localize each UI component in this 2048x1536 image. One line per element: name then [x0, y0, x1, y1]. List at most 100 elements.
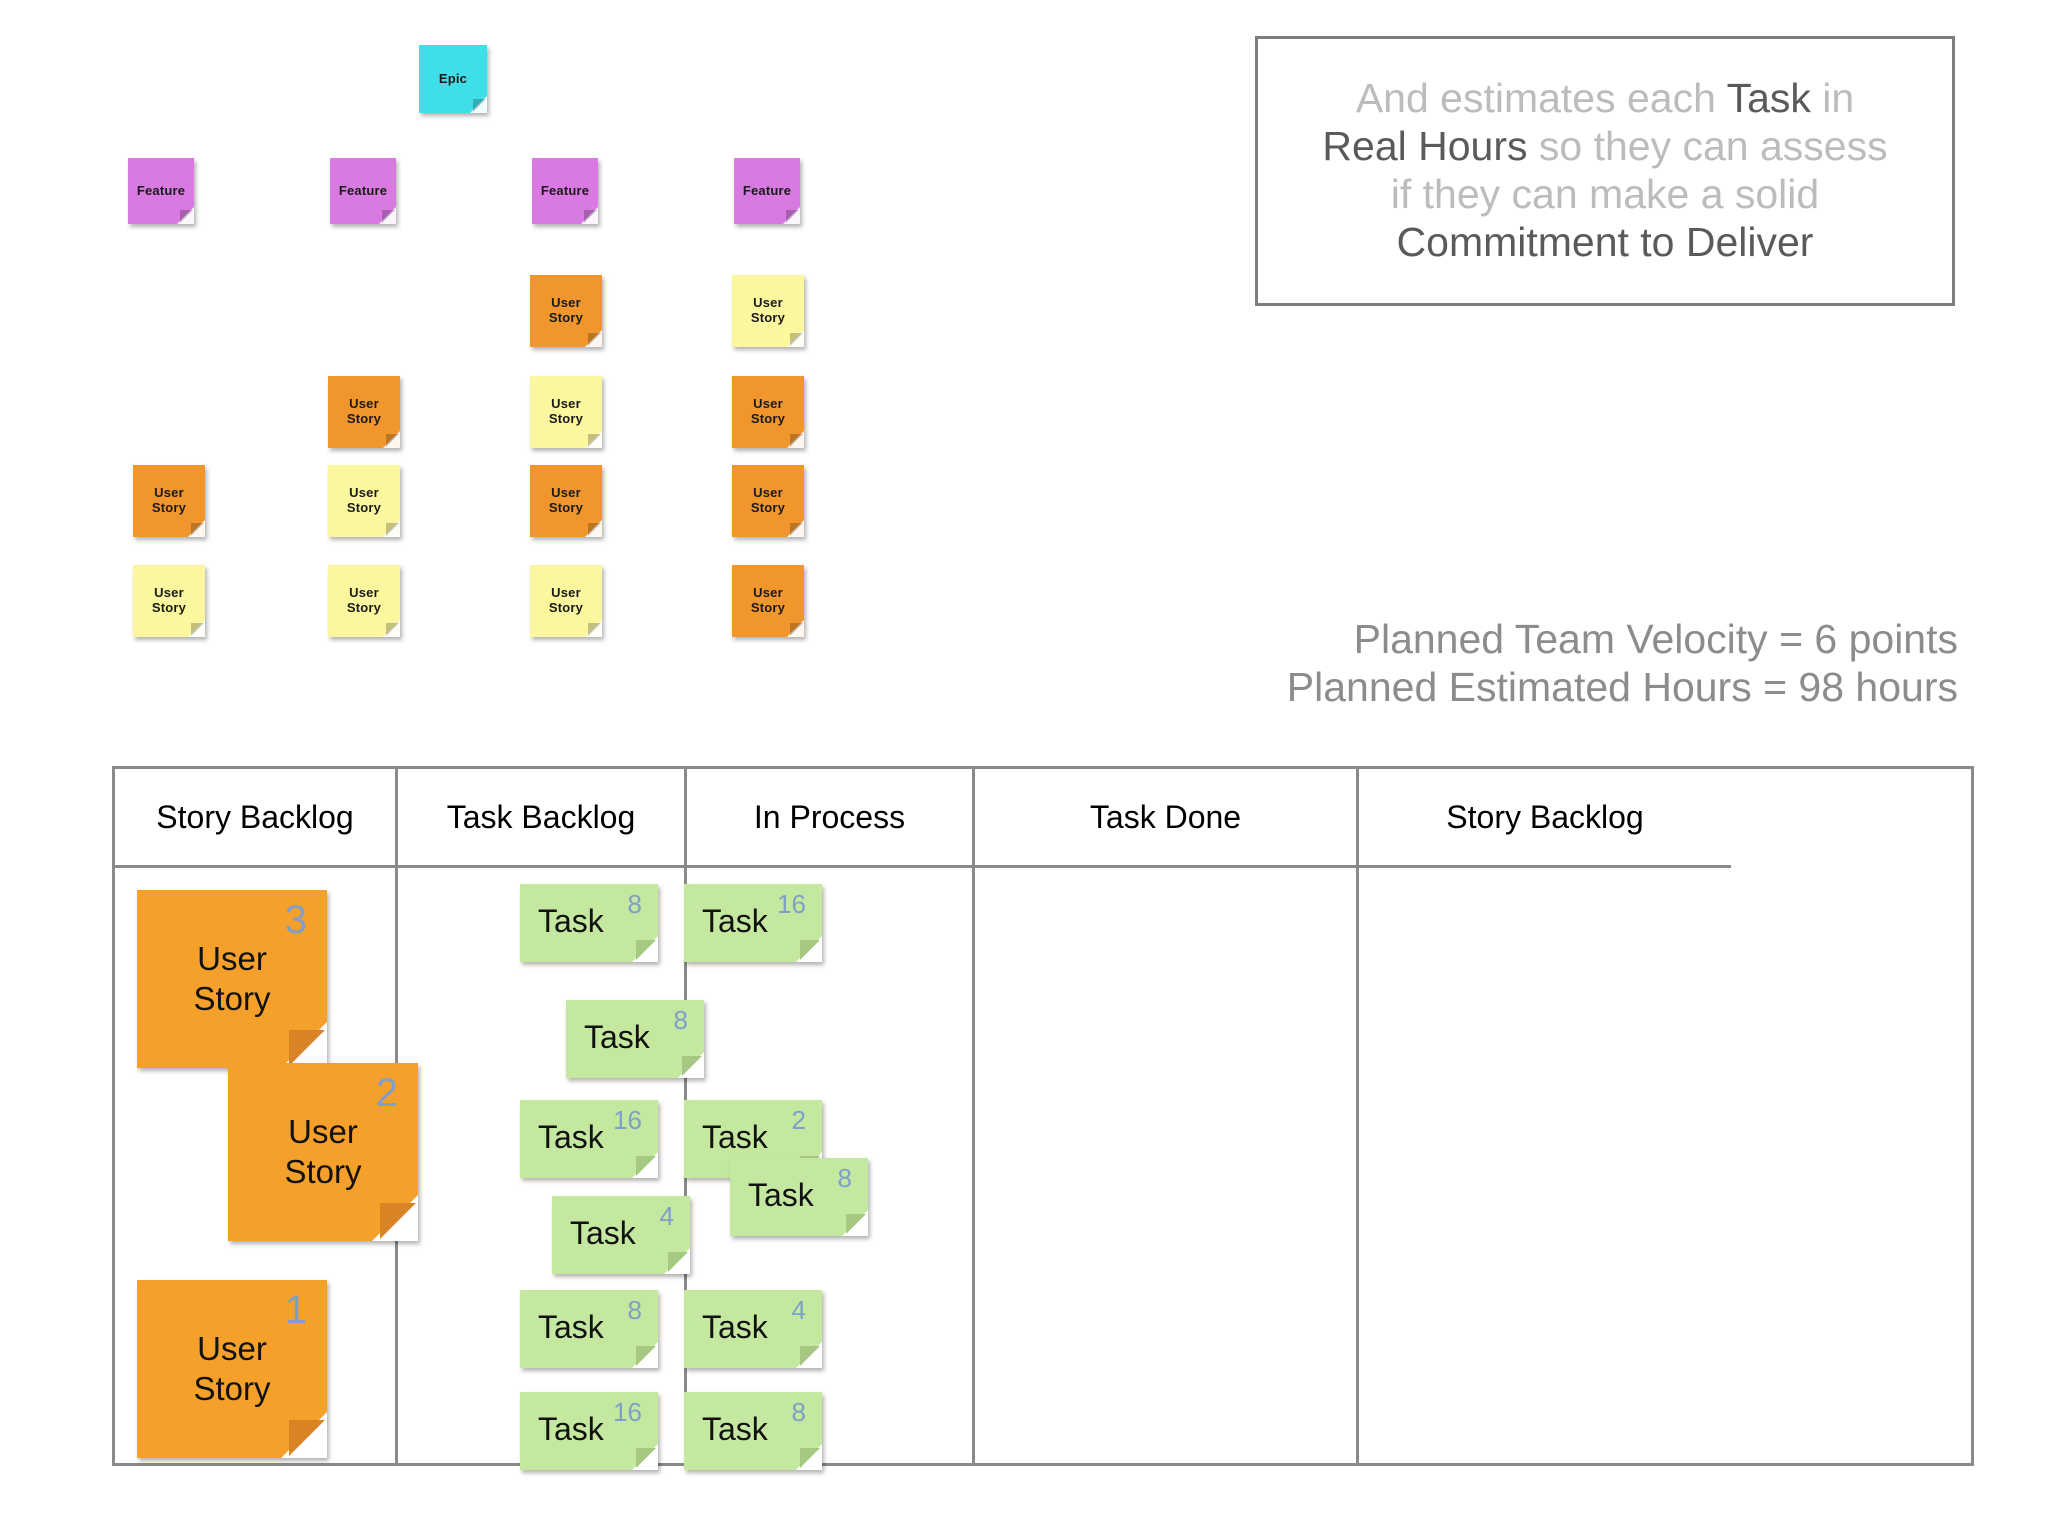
story-points-badge: 1 — [284, 1288, 307, 1332]
task-card-8[interactable]: Task 4 — [684, 1290, 822, 1368]
note-label: Feature — [338, 182, 388, 198]
task-hours-badge: 16 — [613, 1397, 642, 1427]
feature-note-3[interactable]: Feature — [734, 158, 800, 224]
note-label-line1: User — [753, 485, 783, 501]
callout-line-1-post: in — [1810, 75, 1855, 122]
page-fold-icon — [585, 520, 602, 537]
page-fold-icon — [585, 431, 602, 448]
note-label-line1: User — [753, 295, 783, 311]
note-label-line2: Story — [151, 500, 187, 515]
card-label-line1: User — [197, 940, 267, 978]
note-label: Feature — [742, 182, 792, 198]
page-fold-icon — [581, 207, 598, 224]
note-label-line2: Story — [346, 500, 382, 515]
note-label-line2: Story — [750, 411, 786, 426]
epic-note[interactable]: Epic — [419, 45, 487, 113]
page-fold-shadow-icon — [790, 623, 803, 636]
task-hours-badge: 16 — [777, 889, 806, 919]
page-fold-shadow-icon — [588, 623, 601, 636]
feature-note-0[interactable]: Feature — [128, 158, 194, 224]
board-column-task-done-3: Task Done — [975, 769, 1359, 1463]
note-label: Feature — [136, 182, 186, 198]
page-fold-shadow-icon — [790, 333, 803, 346]
column-body-4 — [1359, 868, 1731, 1463]
page-fold-icon — [787, 520, 804, 537]
callout-line-1: And estimates each Task in — [1356, 75, 1854, 123]
note-label-line1: User — [154, 485, 184, 501]
note-label-line1: User — [154, 585, 184, 601]
task-hours-badge: 4 — [791, 1295, 806, 1325]
note-label-line1: User — [551, 295, 581, 311]
page-fold-icon — [383, 620, 400, 637]
page-fold-shadow-icon — [588, 523, 601, 536]
task-hours-badge: 8 — [627, 1295, 642, 1325]
card-label-line2: Story — [193, 980, 271, 1017]
callout-line-4: Commitment to Deliver — [1397, 219, 1814, 267]
task-hours-badge: 2 — [791, 1105, 806, 1135]
card-label-line2: Story — [284, 1153, 362, 1190]
column-header-4: Story Backlog — [1359, 769, 1731, 868]
feature-note-1[interactable]: Feature — [330, 158, 396, 224]
callout-line-2-emphasis: Real Hours — [1322, 123, 1528, 170]
page-fold-icon — [177, 207, 194, 224]
column-header-2: In Process — [687, 769, 972, 868]
page-fold-icon — [787, 330, 804, 347]
note-label-line1: User — [753, 585, 783, 601]
task-card-1[interactable]: Task 16 — [684, 884, 822, 962]
page-fold-icon — [787, 620, 804, 637]
note-label-line2: Story — [548, 310, 584, 325]
board-column-in-process-2: In Process — [687, 769, 975, 1463]
page-fold-shadow-icon — [588, 333, 601, 346]
note-label-line2: Story — [750, 600, 786, 615]
planned-team-velocity: Planned Team Velocity = 6 points — [1353, 616, 1958, 662]
note-label-line2: Story — [548, 500, 584, 515]
note-label-line1: User — [551, 585, 581, 601]
callout-line-2: Real Hours so they can assess — [1322, 123, 1887, 171]
callout-line-4-emphasis: Commitment to Deliver — [1396, 218, 1814, 265]
task-card-label: Task — [702, 1309, 768, 1345]
feature-note-2[interactable]: Feature — [532, 158, 598, 224]
callout-line-3: if they can make a solid — [1391, 171, 1819, 219]
page-fold-icon — [470, 96, 487, 113]
column-header-3: Task Done — [975, 769, 1356, 868]
task-card-label: Task — [702, 903, 768, 939]
page-fold-icon — [383, 431, 400, 448]
column-header-0: Story Backlog — [115, 769, 395, 868]
page-fold-shadow-icon — [800, 1448, 820, 1468]
card-label-line1: User — [197, 1330, 267, 1368]
page-fold-shadow-icon — [790, 434, 803, 447]
page-fold-shadow-icon — [584, 210, 597, 223]
page-fold-shadow-icon — [636, 1156, 656, 1176]
note-label-line2: Story — [548, 600, 584, 615]
page-fold-shadow-icon — [800, 1346, 820, 1366]
callout-line-1-pre: And estimates each — [1355, 75, 1727, 122]
page-fold-shadow-icon — [588, 434, 601, 447]
page-fold-shadow-icon — [473, 99, 486, 112]
callout-box: And estimates each Task in Real Hours so… — [1255, 36, 1955, 306]
